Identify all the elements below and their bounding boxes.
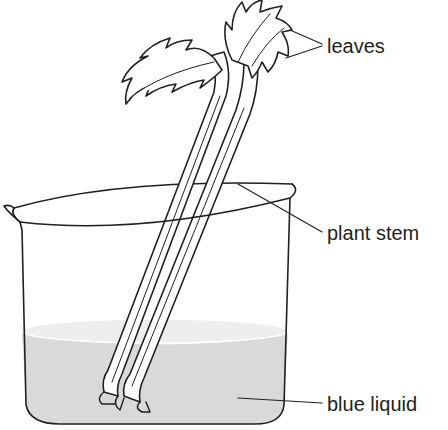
leaves xyxy=(122,0,292,104)
leaves-label: leaves xyxy=(327,36,385,56)
beaker-rim-back xyxy=(14,183,292,208)
beaker-spout xyxy=(4,205,20,222)
liquid-label: blue liquid xyxy=(327,394,417,414)
plant-stems xyxy=(99,52,258,412)
stem-label: plant stem xyxy=(327,223,419,243)
beaker-body xyxy=(13,198,290,424)
leader-lines xyxy=(238,30,322,403)
beaker-rim-front xyxy=(20,184,296,226)
